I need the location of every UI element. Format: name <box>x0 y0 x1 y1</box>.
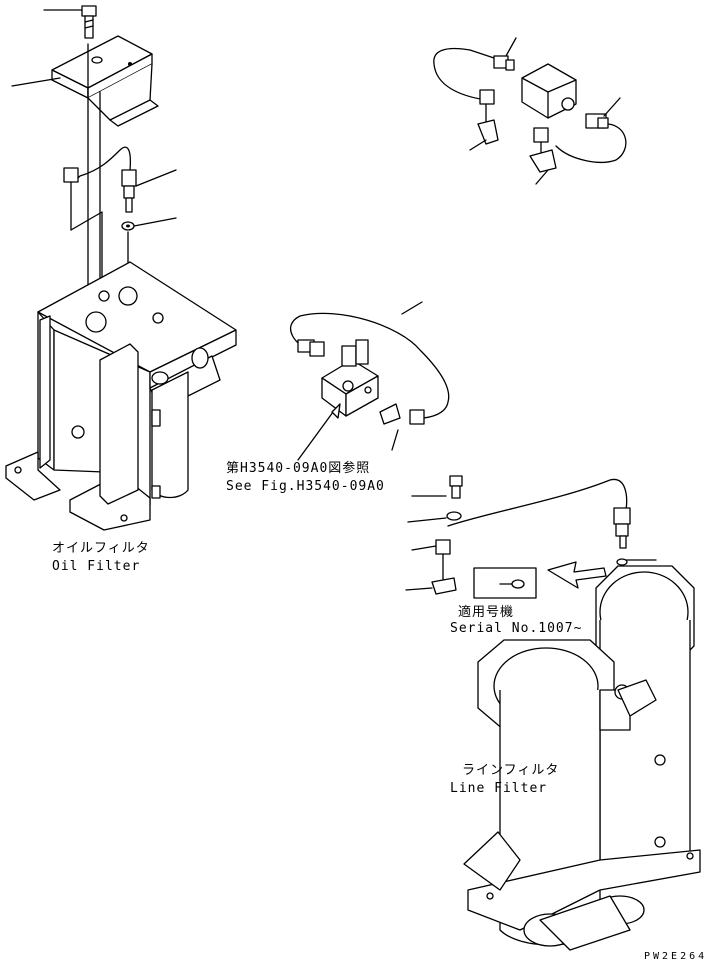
switch-assembly-top-right <box>433 37 627 185</box>
leader-lines-left <box>11 9 177 227</box>
valve-block-assembly <box>290 301 450 461</box>
oil-filter-label-en: Oil Filter <box>52 559 141 574</box>
drawing-code: PW2E264 <box>644 951 708 962</box>
oil-filter-label-jp: オイルフィルタ <box>52 541 150 556</box>
serial-label-en: Serial No.1007~ <box>450 621 583 636</box>
line-filter-sensor <box>405 475 657 599</box>
line-filter-label-jp: ラインフィルタ <box>462 763 560 778</box>
line-filter-label-en: Line Filter <box>450 781 548 796</box>
oil-filter-housing <box>5 261 237 531</box>
reference-label-en: See Fig.H3540-09A0 <box>226 479 385 494</box>
serial-label-jp: 適用号機 <box>458 605 515 620</box>
mounting-bracket <box>51 35 159 127</box>
reference-label-jp: 第H3540-09A0図参照 <box>226 461 371 476</box>
bolt-top-left <box>81 5 97 39</box>
line-filter-housing <box>463 565 701 951</box>
